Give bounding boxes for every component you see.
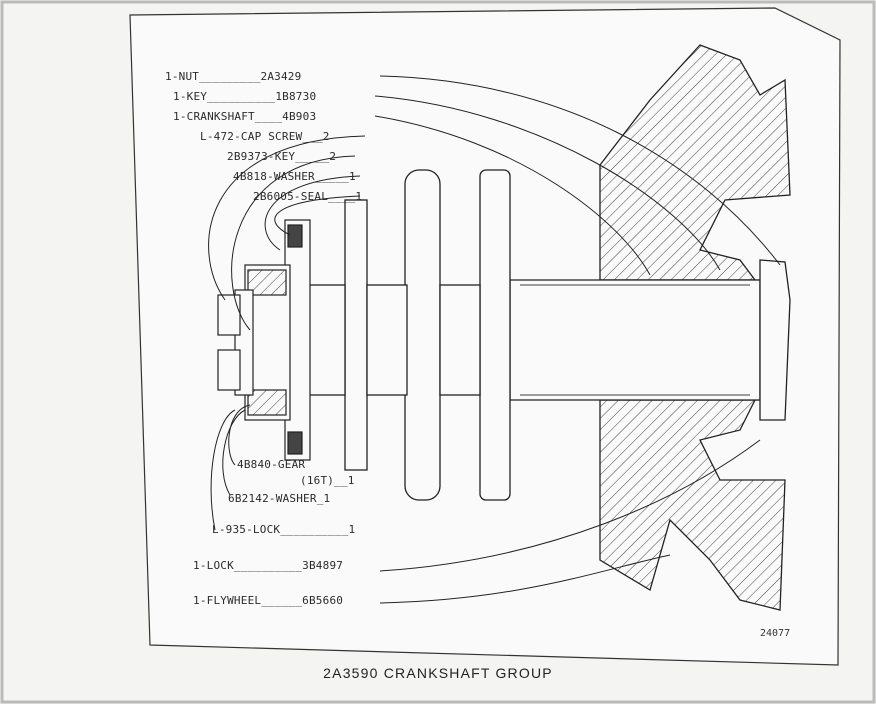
leader-lines [208, 75, 781, 604]
label-gear-teeth: (16T)__1 [300, 474, 355, 487]
label-key: 1-KEY__________1B8730 [173, 90, 317, 103]
crankshaft-nut [759, 259, 791, 421]
label-cap-screw: L-472-CAP SCREW___2 [200, 130, 330, 143]
label-washer-4b818: 4B818-WASHER_____1 [233, 170, 356, 183]
figure-number: 24077 [760, 628, 791, 639]
label-key-2b9373: 2B9373-KEY_____2 [227, 150, 337, 163]
flywheel [599, 44, 791, 611]
crankshaft [289, 169, 761, 501]
label-lock-l935: L-935-LOCK__________1 [212, 523, 356, 536]
label-seal: 2B6005-SEAL____1 [253, 190, 363, 203]
gear-assembly [217, 219, 311, 461]
label-flywheel: 1-FLYWHEEL______6B5660 [193, 594, 344, 607]
label-gear: 4B840-GEAR [237, 458, 306, 471]
label-crankshaft: 1-CRANKSHAFT____4B903 [173, 110, 317, 123]
diagram-caption: 2A3590 CRANKSHAFT GROUP [323, 665, 553, 681]
label-lock: 1-LOCK__________3B4897 [193, 559, 344, 572]
label-nut: 1-NUT_________2A3429 [165, 70, 302, 83]
label-washer-6b2142: 6B2142-WASHER_1 [228, 492, 331, 505]
